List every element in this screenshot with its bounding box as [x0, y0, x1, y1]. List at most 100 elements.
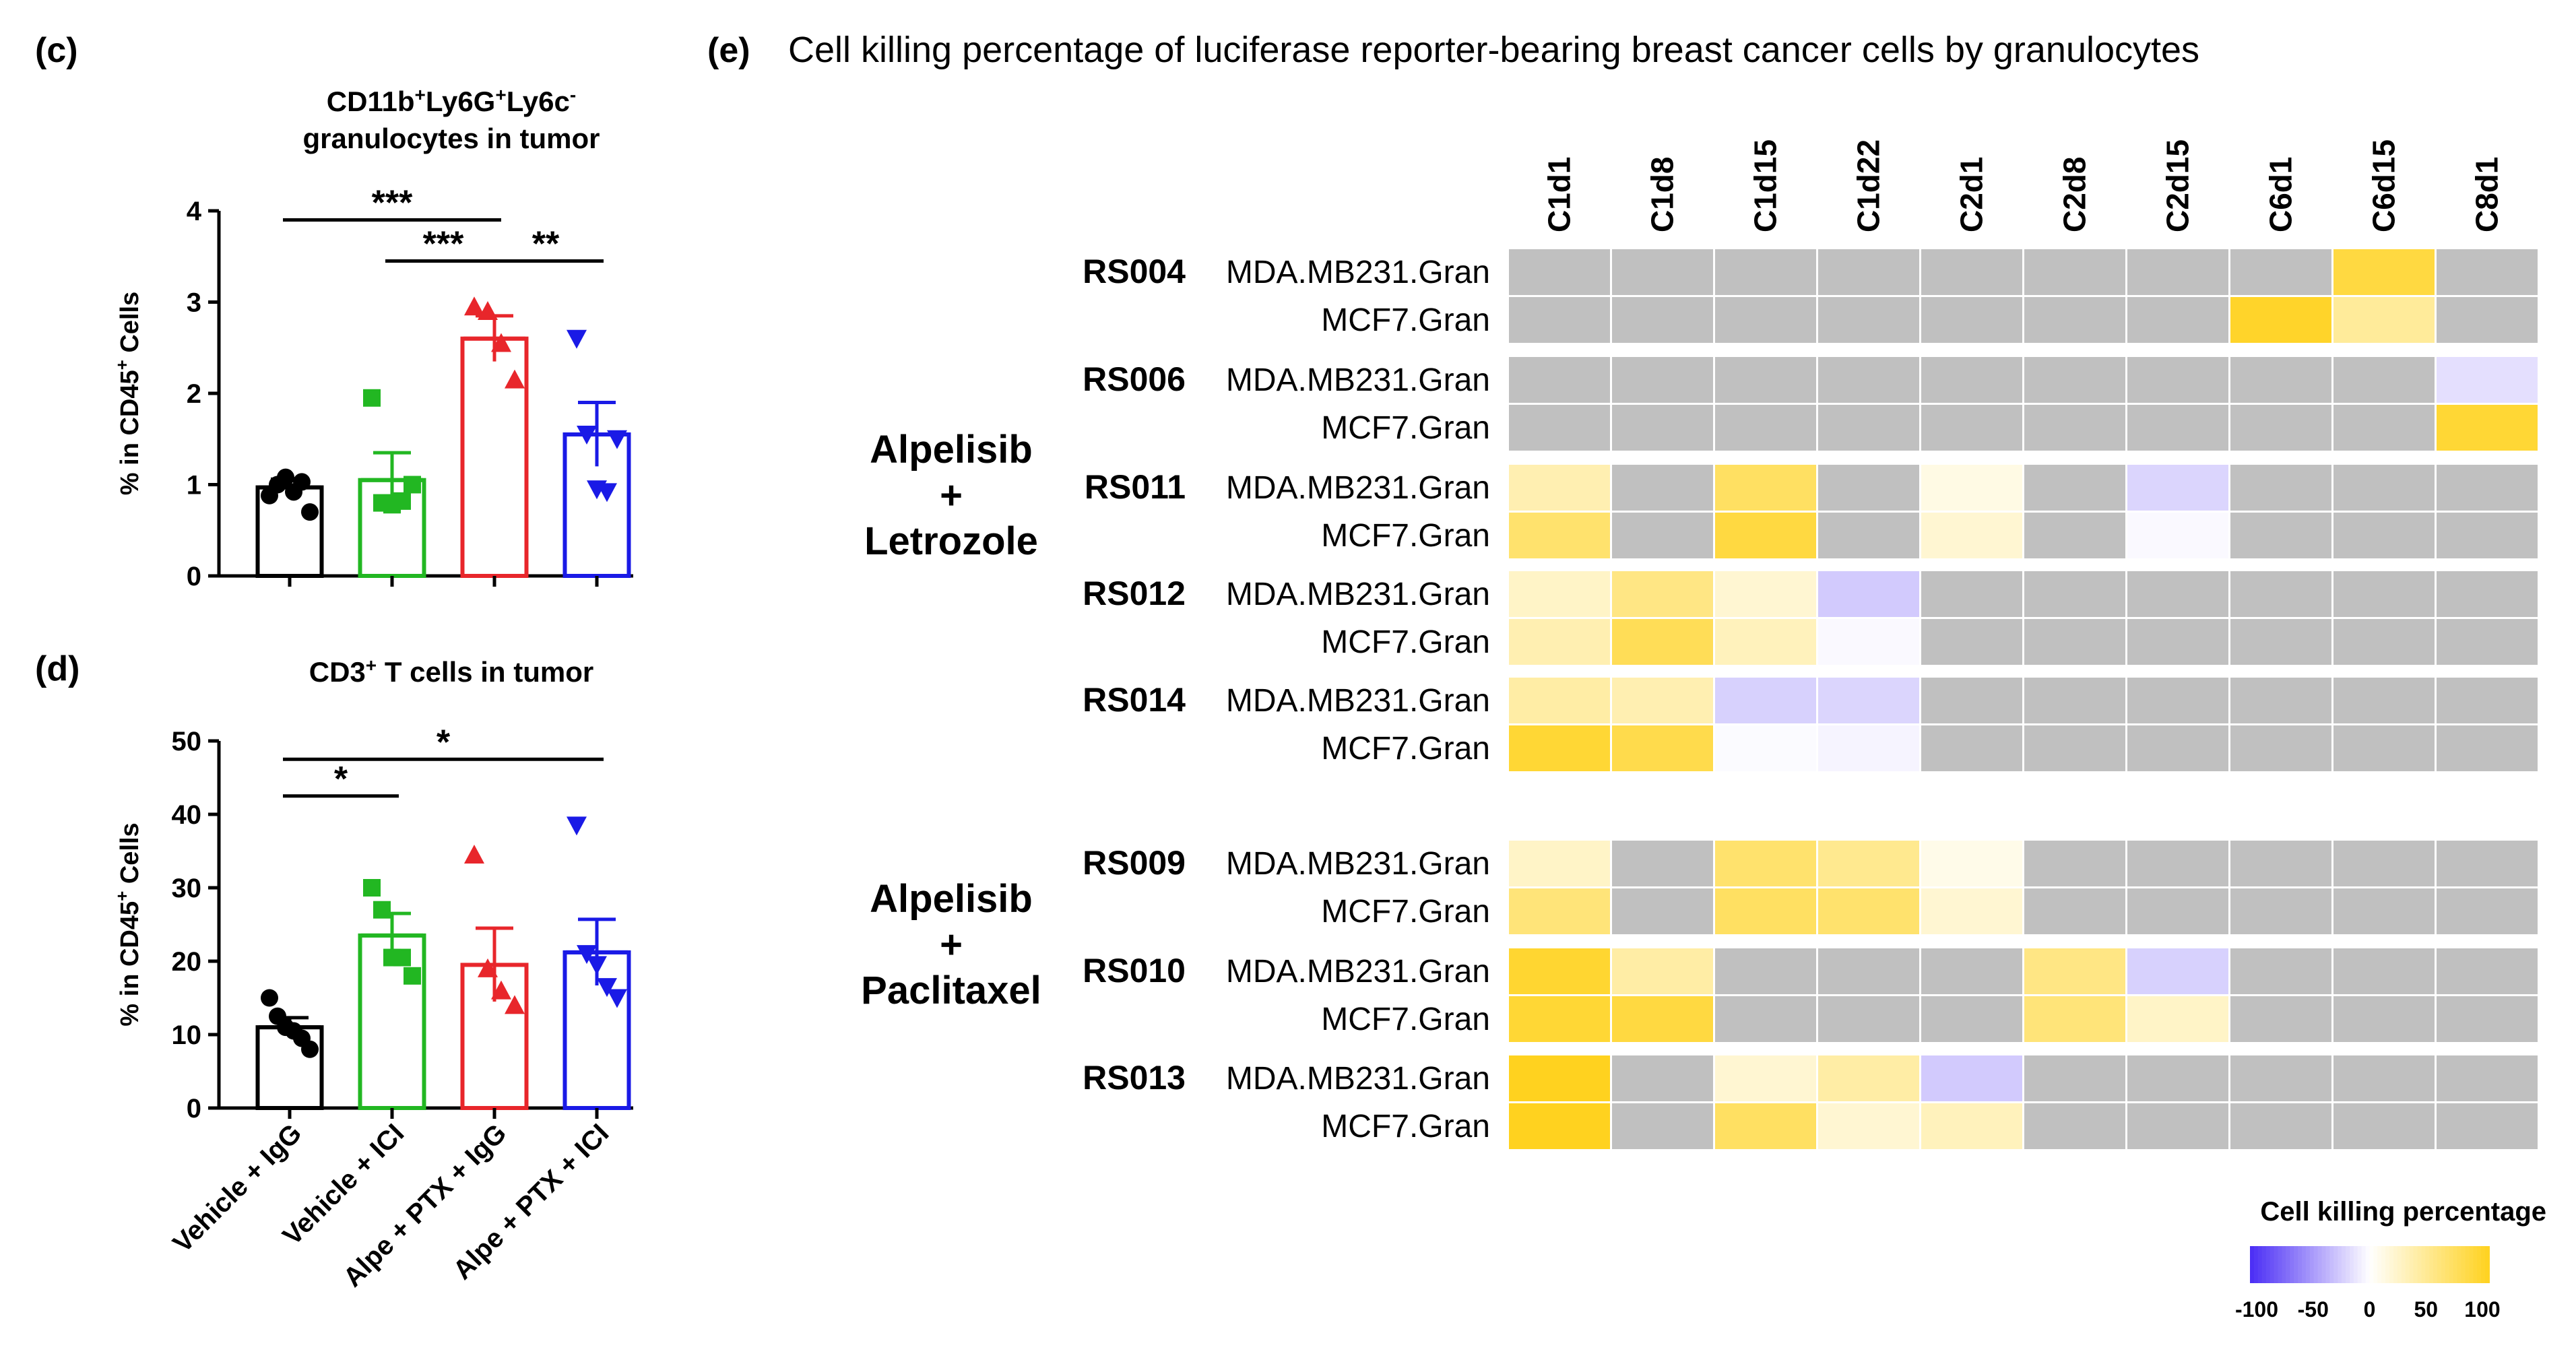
heatmap-cell — [1509, 357, 1610, 403]
colorbar-segment — [2373, 1246, 2379, 1283]
title-part: CD11b — [327, 86, 415, 117]
colorbar-segment — [2253, 1246, 2259, 1283]
heatmap-cell — [1612, 725, 1713, 771]
heatmap-cell — [1715, 1055, 1816, 1101]
colorbar-segment — [2421, 1246, 2426, 1283]
ylabel-part: Cells — [116, 292, 144, 360]
heatmap-cell — [1921, 841, 2022, 886]
data-point — [577, 945, 597, 965]
heatmap-cell — [2230, 465, 2331, 511]
heatmap-title: Cell killing percentage of luciferase re… — [788, 30, 2199, 70]
colorbar-segment — [2282, 1246, 2287, 1283]
data-point — [478, 958, 498, 977]
colorbar-segment — [2294, 1246, 2298, 1283]
title-part: T cells in tumor — [377, 656, 593, 688]
data-point — [373, 901, 391, 919]
heatmap-cell — [1509, 405, 1610, 451]
heatmap-cell — [2230, 619, 2331, 665]
data-point — [261, 989, 278, 1007]
heatmap-cell — [1818, 948, 1919, 994]
data-point — [478, 301, 498, 321]
heatmap-cell — [2230, 405, 2331, 451]
heatmap-cell — [1612, 841, 1713, 886]
data-point — [567, 816, 587, 836]
treatment-group-label: + — [940, 474, 963, 517]
heatmap-cell — [2437, 1055, 2538, 1101]
colorbar-segment — [2477, 1246, 2482, 1283]
colorbar-segment — [2261, 1246, 2267, 1283]
heatmap-cell — [2024, 725, 2125, 771]
heatmap-cell — [1818, 619, 1919, 665]
heatmap-cell — [1715, 725, 1816, 771]
heatmap-cell — [2230, 948, 2331, 994]
colorbar-tick-label: -100 — [2235, 1297, 2278, 1322]
data-point — [607, 430, 627, 449]
heatmap-cell — [1612, 249, 1713, 295]
heatmap-cell — [2333, 249, 2435, 295]
heatmap-cell — [1612, 405, 1713, 451]
column-label: C2d15 — [2160, 139, 2195, 232]
column-label: C1d8 — [1645, 157, 1680, 232]
column-label: C1d22 — [1851, 139, 1886, 232]
heatmap-cell — [1612, 888, 1713, 934]
colorbar-segment — [2433, 1246, 2439, 1283]
row-label: MDA.MB231.Gran — [1226, 846, 1490, 882]
heatmap-cell — [2230, 249, 2331, 295]
data-point — [491, 980, 511, 1000]
colorbar-segment — [2393, 1246, 2398, 1283]
ylabel-part: Cells — [116, 822, 144, 890]
colorbar-segment — [2313, 1246, 2319, 1283]
column-label: C2d8 — [2057, 157, 2092, 232]
heatmap-cell — [2024, 571, 2125, 617]
heatmap-cell — [1715, 571, 1816, 617]
data-point — [393, 492, 411, 510]
colorbar-segment — [2342, 1246, 2346, 1283]
colorbar-segment — [2361, 1246, 2366, 1283]
colorbar-segment — [2286, 1246, 2291, 1283]
heatmap-cell — [1818, 249, 1919, 295]
heatmap-cell — [1509, 678, 1610, 723]
column-label: C8d1 — [2470, 157, 2505, 232]
data-point — [464, 296, 484, 316]
treatment-group-label: Alpelisib — [870, 877, 1033, 921]
colorbar-segment — [2453, 1246, 2458, 1283]
data-point — [567, 329, 587, 349]
heatmap-cell — [1921, 1055, 2022, 1101]
y-tick-label: 4 — [187, 197, 202, 226]
row-label: MCF7.Gran — [1321, 1109, 1490, 1144]
heatmap-cell — [2437, 1103, 2538, 1149]
heatmap-cell — [1509, 465, 1610, 511]
heatmap-cell — [2024, 1055, 2125, 1101]
colorbar-segment — [2381, 1246, 2387, 1283]
heatmap-cell — [1921, 571, 2022, 617]
data-point — [293, 473, 311, 491]
heatmap-cell — [2024, 841, 2125, 886]
heatmap-cell — [2437, 996, 2538, 1042]
heatmap-cell — [1921, 1103, 2022, 1149]
heatmap-cell — [1715, 678, 1816, 723]
row-label: MCF7.Gran — [1321, 302, 1490, 338]
patient-id: RS006 — [1083, 360, 1186, 398]
heatmap-cell — [1921, 948, 2022, 994]
colorbar-segment — [2329, 1246, 2335, 1283]
heatmap-cell — [1612, 465, 1713, 511]
colorbar-segment — [2449, 1246, 2454, 1283]
colorbar-segment — [2290, 1246, 2295, 1283]
y-tick-label: 30 — [172, 874, 202, 903]
y-tick-label: 0 — [187, 562, 201, 591]
title-part: CD3 — [309, 656, 366, 688]
row-label: MDA.MB231.Gran — [1226, 683, 1490, 719]
bar — [255, 1025, 324, 1110]
colorbar-segment — [2405, 1246, 2410, 1283]
heatmap-cell — [1612, 1055, 1713, 1101]
row-label: MDA.MB231.Gran — [1226, 470, 1490, 506]
data-point — [587, 956, 607, 975]
heatmap-cell — [2024, 297, 2125, 343]
column-label: C1d15 — [1748, 139, 1783, 232]
colorbar-segment — [2301, 1246, 2307, 1283]
heatmap-cell — [2024, 1103, 2125, 1149]
title-part: Ly6G — [426, 86, 495, 117]
